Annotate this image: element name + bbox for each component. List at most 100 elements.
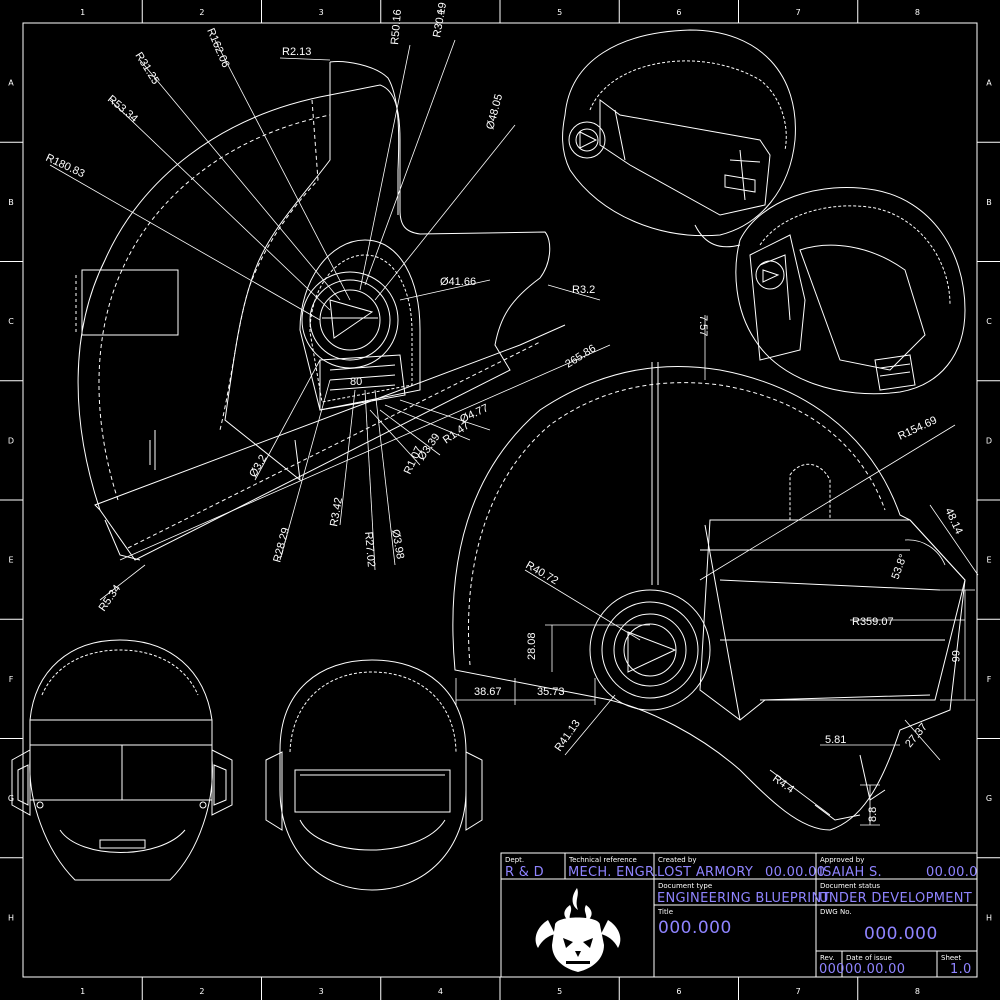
grid-row-label-left: A bbox=[8, 79, 14, 88]
profile-dimension-label: R41.13 bbox=[553, 718, 583, 754]
approved-by-value: ISAIAH S. bbox=[819, 865, 882, 880]
created-date-value: 00.00.00 bbox=[765, 865, 825, 880]
profile-dimension-label: 38.67 bbox=[474, 686, 502, 698]
side-dimension-label: 265.86 bbox=[563, 343, 598, 371]
helmet-front-view bbox=[11, 639, 233, 881]
created-by-value: LOST ARMORY bbox=[657, 865, 753, 880]
grid-col-label-bottom: 5 bbox=[557, 987, 562, 996]
side-dimension-label: 80 bbox=[350, 376, 362, 388]
helmet-profile-view bbox=[452, 362, 966, 831]
grid-col-label-bottom: 7 bbox=[796, 987, 801, 996]
grid-row-label-left: E bbox=[8, 556, 13, 565]
tech-ref-value: MECH. ENGR. bbox=[568, 865, 658, 880]
dwg-no-label: DWG No. bbox=[820, 908, 852, 916]
profile-dimension-label: 5.81 bbox=[825, 734, 846, 746]
grid-row-label-left: B bbox=[8, 198, 14, 207]
side-dimension-label: Ø3.98 bbox=[389, 528, 406, 560]
side-dimension-label: R50.16 bbox=[389, 9, 404, 45]
grid-col-label-bottom: 3 bbox=[319, 987, 324, 996]
rev-label: Rev. bbox=[820, 954, 835, 962]
grid-row-label-left: H bbox=[8, 913, 14, 922]
grid-row-label-right: E bbox=[986, 556, 991, 565]
grid-col-label-top: 3 bbox=[319, 8, 324, 17]
issue-date-label: Date of issue bbox=[846, 954, 892, 962]
grid-row-label-right: B bbox=[986, 198, 992, 207]
doc-type-value: ENGINEERING BLUEPRINT bbox=[657, 891, 830, 906]
grid-col-label-bottom: 6 bbox=[676, 987, 681, 996]
grid-col-label-top: 5 bbox=[557, 8, 562, 17]
profile-dimension-leaders bbox=[455, 315, 979, 826]
profile-dimension-label: 66 bbox=[949, 650, 961, 662]
tech-ref-label: Technical reference bbox=[568, 856, 637, 864]
skull-flame-logo bbox=[535, 888, 621, 972]
dept-label: Dept. bbox=[505, 856, 524, 864]
profile-dimension-label: 53.8° bbox=[890, 553, 910, 581]
grid-col-label-bottom: 1 bbox=[80, 987, 85, 996]
grid-col-label-bottom: 4 bbox=[438, 987, 443, 996]
dwg-no-value: 000.000 bbox=[864, 924, 938, 944]
side-dimension-label: R28.29 bbox=[271, 526, 292, 563]
side-dimension-label: Ø3.2 bbox=[247, 453, 269, 480]
rev-value: 000 bbox=[819, 962, 845, 977]
side-dimension-label: R5.34 bbox=[97, 583, 124, 614]
created-by-label: Created by bbox=[658, 856, 697, 864]
side-dimension-label: R162.06 bbox=[204, 26, 231, 69]
grid-col-label-bottom: 2 bbox=[199, 987, 204, 996]
side-dimension-leaders bbox=[49, 39, 611, 601]
helmet-perspective-bottom bbox=[735, 186, 966, 395]
side-dimension-label: R1.47 bbox=[441, 420, 472, 447]
grid-col-label-top: 6 bbox=[676, 8, 681, 17]
helmet-back-view bbox=[265, 659, 483, 891]
profile-dimension-label: 7.57 bbox=[697, 315, 709, 336]
grid-col-label-top: 1 bbox=[80, 8, 85, 17]
approved-date-value: 00.00.00 bbox=[926, 865, 977, 880]
grid-row-label-left: D bbox=[8, 436, 14, 445]
side-dimension-label: R53.34 bbox=[105, 93, 140, 125]
helmet-side-view bbox=[75, 61, 566, 561]
grid-col-label-top: 8 bbox=[915, 8, 920, 17]
grid-row-label-right: D bbox=[986, 436, 992, 445]
grid-col-label-bottom: 8 bbox=[915, 987, 920, 996]
helmet-perspective-top bbox=[562, 29, 796, 248]
grid-row-label-right: A bbox=[986, 79, 992, 88]
drawing-frame bbox=[22, 22, 978, 978]
doc-status-value: UNDER DEVELOPMENT bbox=[819, 891, 972, 906]
title-block: Dept. R & D Technical reference MECH. EN… bbox=[505, 856, 977, 977]
grid-row-label-right: F bbox=[987, 675, 992, 684]
grid-col-label-top: 4 bbox=[438, 8, 443, 17]
profile-dimension-label: 35.73 bbox=[537, 686, 565, 698]
grid-col-label-top: 7 bbox=[796, 8, 801, 17]
grid-row-label-left: G bbox=[8, 794, 14, 803]
sheet-value: 1.0 bbox=[950, 962, 972, 977]
title-value: 000.000 bbox=[658, 918, 732, 938]
side-dimension-label: R2.13 bbox=[282, 46, 311, 58]
profile-dimension-label: 8.8 bbox=[867, 807, 879, 822]
title-block-frame bbox=[500, 852, 978, 978]
grid-row-label-left: F bbox=[9, 675, 14, 684]
skull-face bbox=[563, 938, 593, 964]
profile-dimension-label: 28.08 bbox=[526, 632, 538, 660]
profile-dimension-label: R359.07 bbox=[852, 616, 894, 628]
profile-dimension-label: 27.37 bbox=[903, 721, 930, 750]
grid-row-label-right: H bbox=[986, 913, 992, 922]
side-dimension-label: R27.02 bbox=[362, 531, 377, 567]
dept-value: R & D bbox=[505, 865, 544, 880]
profile-dimension-label: 48.14 bbox=[942, 506, 965, 536]
grid-row-label-right: G bbox=[986, 794, 992, 803]
grid-row-label-right: C bbox=[986, 317, 992, 326]
title-label: Title bbox=[657, 908, 673, 916]
side-dimension-label: R30.19 bbox=[431, 1, 449, 38]
grid-row-label-left: C bbox=[8, 317, 14, 326]
doc-type-label: Document type bbox=[658, 882, 712, 890]
sheet-label: Sheet bbox=[941, 954, 961, 962]
side-dimension-label: R180.83 bbox=[44, 152, 87, 180]
grid-col-label-top: 2 bbox=[199, 8, 204, 17]
side-dimension-label: R31.25 bbox=[132, 50, 161, 86]
side-dimension-label: R3.2 bbox=[572, 284, 595, 296]
profile-dimension-label: R40.72 bbox=[524, 559, 561, 587]
issue-date-value: 00.00.00 bbox=[845, 962, 905, 977]
